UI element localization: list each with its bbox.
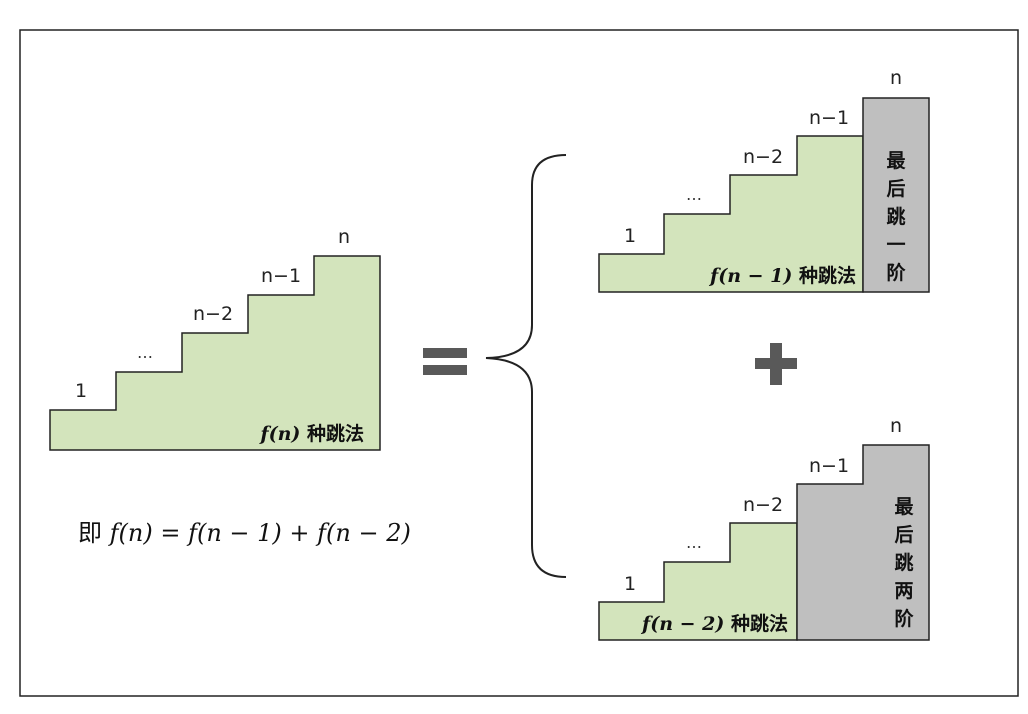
outer-frame (19, 29, 1019, 697)
top-last-step-char-4: 一 (886, 234, 905, 256)
bottom-caption: f(n − 2) 种跳法 (640, 612, 788, 635)
recurrence-formula: 即 f(n) = f(n − 1) + f(n − 2) (78, 519, 411, 547)
top-last-step-block (862, 97, 930, 293)
bottom-label-n-minus-2: n−2 (743, 494, 783, 516)
left-label-1: 1 (75, 380, 87, 402)
top-label-n-minus-1: n−1 (809, 107, 849, 129)
top-last-step-char-3: 跳 (886, 205, 905, 228)
bottom-label-n: n (890, 415, 902, 437)
top-caption-math: f(n − 1) (708, 265, 792, 287)
top-label-n: n (890, 67, 902, 89)
left-label-n: n (338, 226, 350, 248)
top-label-n-minus-2: n−2 (743, 146, 783, 168)
bottom-last-step-block (796, 444, 930, 641)
bottom-last-step-char-1: 最 (894, 496, 914, 518)
bottom-last-step-char-5: 阶 (894, 607, 914, 630)
equals-bar-top (423, 348, 467, 358)
bottom-label-dots: … (686, 533, 702, 552)
top-last-step-char-5: 阶 (886, 261, 906, 284)
formula-prefix: 即 (78, 519, 110, 547)
bottom-staircase: 1 … n−2 n−1 n f(n − 2) 种跳法 最 后 跳 两 阶 (598, 415, 930, 641)
top-caption: f(n − 1) 种跳法 (708, 264, 856, 287)
left-caption-text: 种跳法 (300, 422, 364, 445)
bottom-label-n-minus-1: n−1 (809, 455, 849, 477)
left-caption: f(n) 种跳法 (258, 422, 364, 445)
top-caption-text: 种跳法 (792, 264, 856, 287)
bottom-label-1: 1 (624, 573, 636, 595)
bottom-last-step-char-2: 后 (894, 524, 913, 546)
bottom-last-step-char-4: 两 (894, 580, 913, 602)
equals-bar-bottom (423, 365, 467, 375)
left-stair-shape (49, 255, 381, 451)
top-label-1: 1 (624, 225, 636, 247)
bottom-caption-text: 种跳法 (724, 612, 788, 635)
left-label-dots: … (137, 343, 153, 362)
plus-bar-vertical (770, 343, 782, 385)
left-brace-icon (485, 154, 567, 578)
left-caption-math: f(n) (258, 423, 300, 445)
equals-sign-icon (423, 348, 467, 375)
top-last-step-char-2: 后 (886, 178, 905, 200)
left-label-n-minus-1: n−1 (261, 265, 301, 287)
top-staircase: 1 … n−2 n−1 n f(n − 1) 种跳法 最 后 跳 一 阶 (598, 67, 930, 293)
bottom-last-step-char-3: 跳 (894, 551, 913, 574)
formula-math: f(n) = f(n − 1) + f(n − 2) (108, 519, 411, 547)
plus-sign-icon (755, 343, 797, 385)
left-label-n-minus-2: n−2 (193, 303, 233, 325)
top-label-dots: … (686, 185, 702, 204)
bottom-caption-math: f(n − 2) (640, 613, 724, 635)
top-last-step-char-1: 最 (886, 150, 906, 172)
left-staircase: 1 … n−2 n−1 n f(n) 种跳法 (49, 226, 381, 451)
